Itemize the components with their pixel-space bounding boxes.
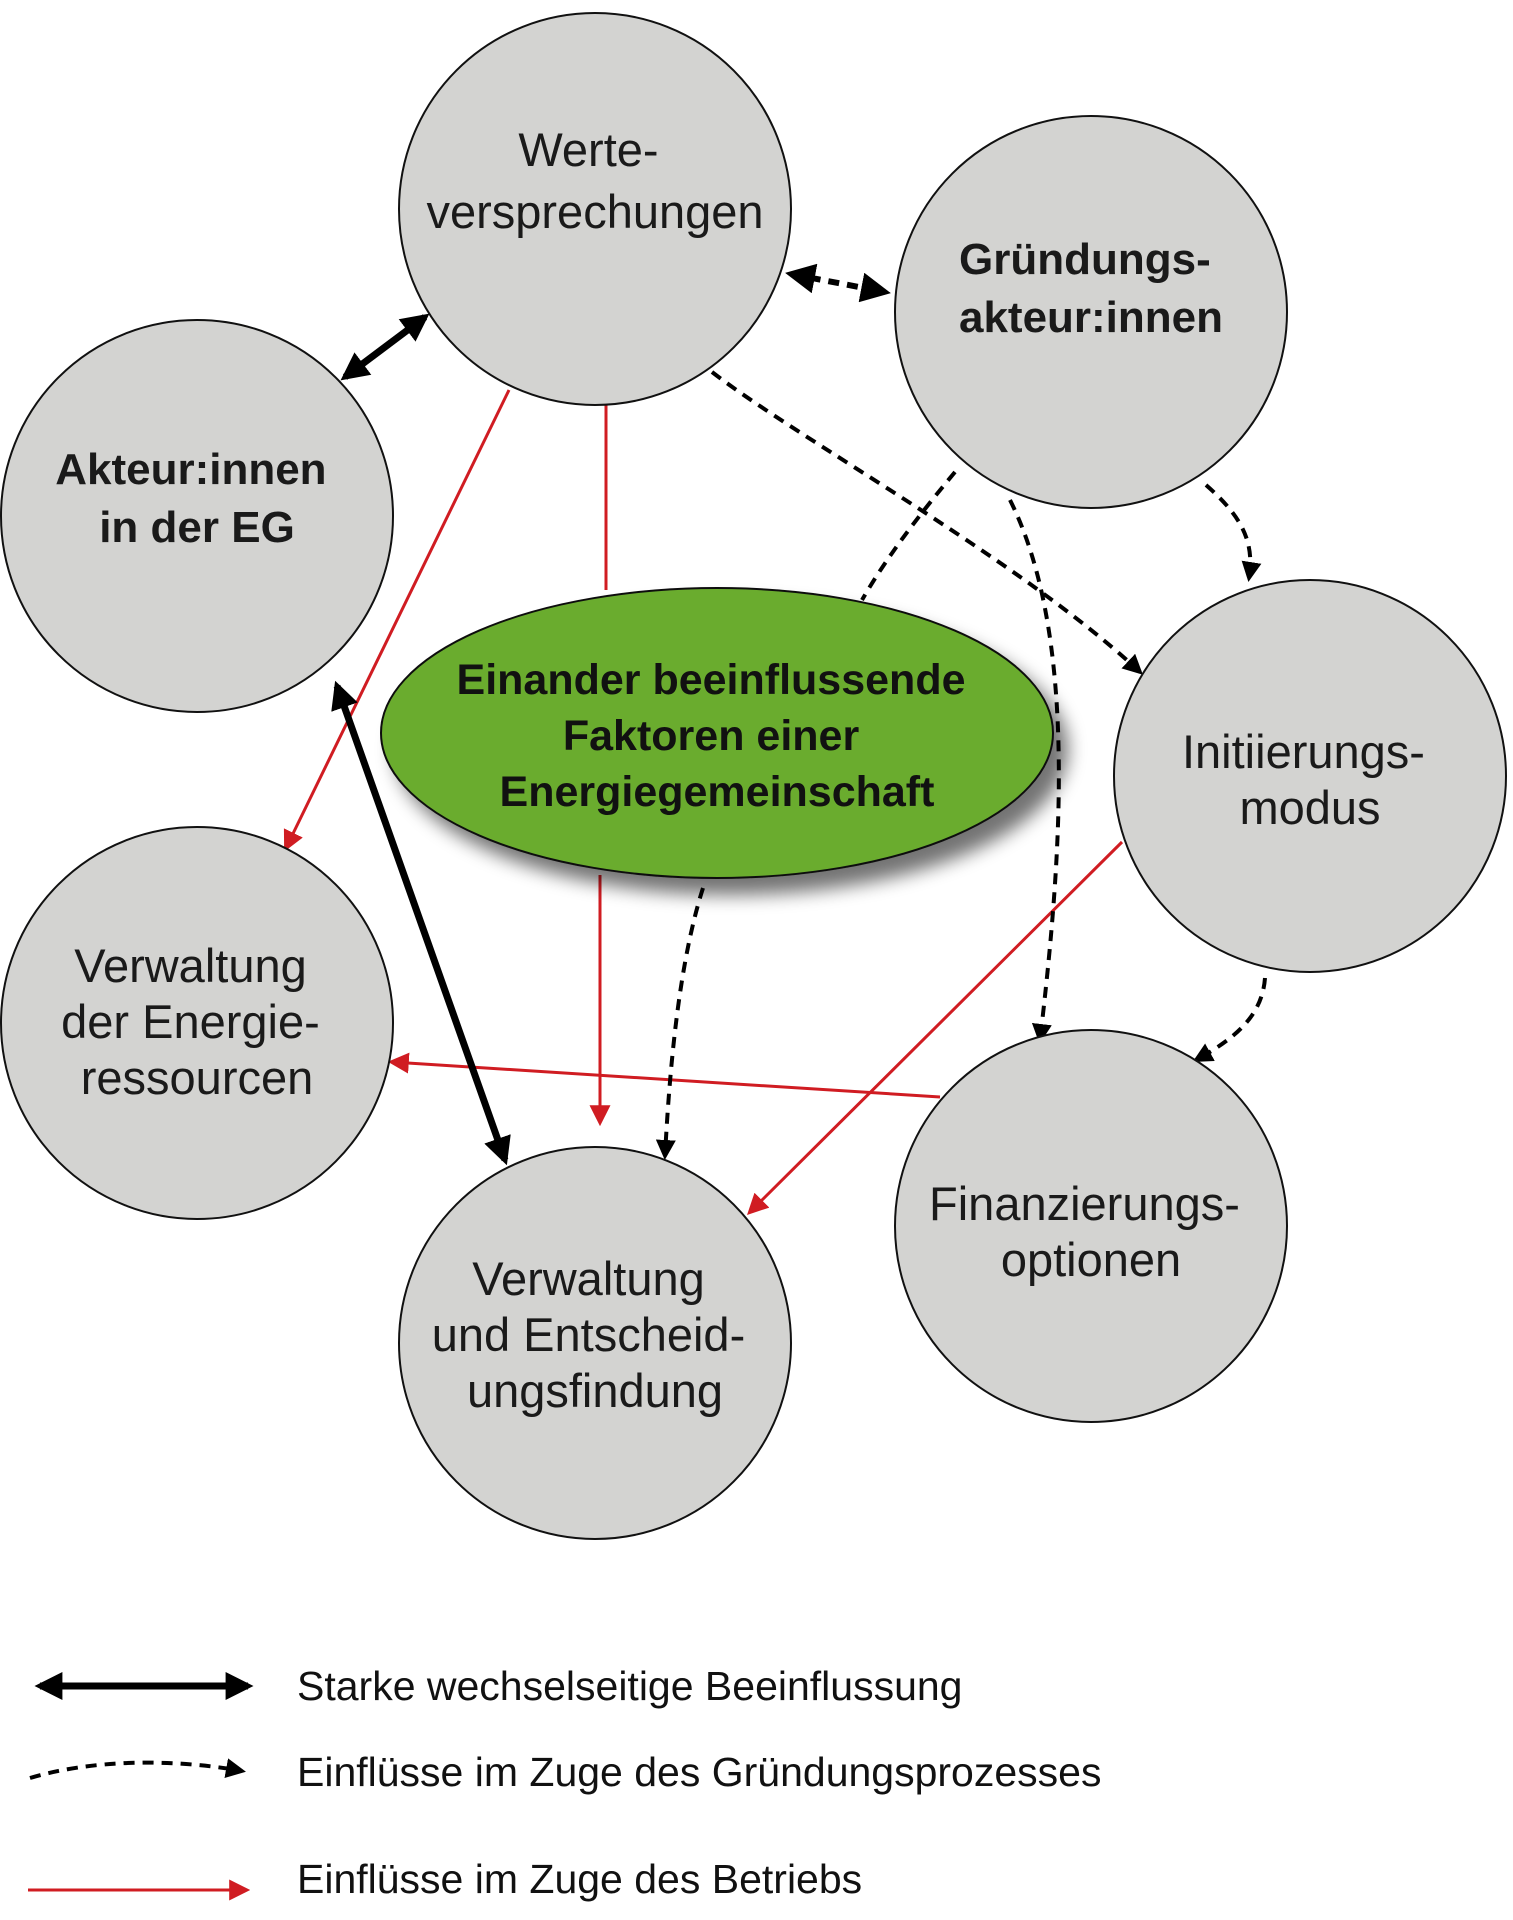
arrow-initiierung-to-entscheidung bbox=[747, 840, 1124, 1215]
node-gruendung-line-2: akteur:innen bbox=[959, 293, 1223, 342]
node-energie-line-2: der Energie- bbox=[61, 995, 320, 1048]
founding-arrows bbox=[655, 263, 1267, 1160]
node-energie-line-3: ressourcen bbox=[81, 1051, 314, 1104]
legend-founding-label: Einflüsse im Zuge des Gründungsprozesses bbox=[297, 1749, 1101, 1795]
arrow-werte-to-energie bbox=[283, 389, 511, 852]
node-finanz-line-1: Finanzierungs- bbox=[929, 1177, 1240, 1230]
svg-text:Einander beeinflussende: Einander beeinflussende Faktoren einer E… bbox=[457, 656, 978, 816]
legend-operation-label: Einflüsse im Zuge des Betriebs bbox=[297, 1856, 862, 1902]
arrow-werte-gruendung bbox=[785, 263, 891, 303]
node-initiierung-circle bbox=[1113, 579, 1507, 973]
svg-text:Werte- versprechungen: Werte- versprechungen bbox=[426, 123, 763, 238]
center-line-3: Energiegemeinschaft bbox=[500, 768, 935, 816]
node-akteure-circle bbox=[0, 319, 394, 713]
svg-text:Initiierungs- modus: Initiierungs- modus bbox=[1182, 725, 1438, 834]
node-akteure-line-1: Akteur:innen bbox=[55, 445, 326, 494]
node-initiierung: Initiierungs- modus bbox=[1113, 579, 1507, 973]
node-gruendung-line-1: Gründungs- bbox=[959, 235, 1211, 284]
node-entscheidung-circle bbox=[398, 1146, 792, 1540]
arrow-center-to-entscheidung-dashed bbox=[655, 887, 705, 1160]
arrow-werte-akteure bbox=[340, 313, 430, 381]
node-energie: Verwaltung der Energie- ressourcen bbox=[0, 826, 394, 1220]
node-werte-line-1: Werte- bbox=[518, 123, 658, 176]
node-werte-line-2: versprechungen bbox=[426, 185, 763, 238]
node-entscheidung-line-3: ungsfindung bbox=[467, 1364, 723, 1417]
center-line-2: Faktoren einer bbox=[563, 712, 860, 760]
node-entscheidung-line-2: und Entscheid- bbox=[432, 1308, 746, 1361]
node-energie-line-1: Verwaltung bbox=[74, 939, 307, 992]
node-gruendung-circle bbox=[894, 115, 1288, 509]
node-finanz-line-2: optionen bbox=[1001, 1233, 1181, 1286]
node-akteure-line-2: in der EG bbox=[99, 503, 295, 552]
svg-text:Gründungs- akteur:innen: Gründungs- akteur:innen bbox=[959, 235, 1223, 342]
legend-strong-label: Starke wechselseitige Beeinflussung bbox=[297, 1663, 963, 1709]
node-initiierung-line-2: modus bbox=[1239, 781, 1380, 834]
node-entscheidung-line-1: Verwaltung bbox=[472, 1252, 705, 1305]
svg-text:Verwaltung der Energie-: Verwaltung der Energie- ressourcen bbox=[61, 939, 333, 1104]
node-werte: Werte- versprechungen bbox=[398, 12, 792, 406]
node-initiierung-line-1: Initiierungs- bbox=[1182, 725, 1425, 778]
svg-text:Finanzierungs- optionen: Finanzierungs- optionen bbox=[929, 1177, 1253, 1286]
node-energie-circle bbox=[0, 826, 394, 1220]
node-finanz: Finanzierungs- optionen bbox=[894, 1029, 1288, 1423]
arrow-initiierung-to-finanz bbox=[1192, 977, 1267, 1062]
node-akteure: Akteur:innen in der EG bbox=[0, 319, 394, 713]
center-line-1: Einander beeinflussende bbox=[457, 656, 966, 704]
svg-text:Akteur:innen in der EG: Akteur:innen in der EG bbox=[55, 445, 339, 552]
svg-text:Verwaltung und Entscheid: Verwaltung und Entscheid- ungsfindung bbox=[432, 1252, 759, 1417]
center-ellipse bbox=[380, 587, 1054, 879]
arrow-gruendung-to-initiierung bbox=[1204, 483, 1262, 582]
node-gruendung: Gründungs- akteur:innen bbox=[894, 115, 1288, 509]
legend-founding-arrow bbox=[29, 1758, 246, 1780]
arrow-akteure-entscheidung bbox=[331, 680, 511, 1166]
node-werte-circle bbox=[398, 12, 792, 406]
strong-arrows bbox=[331, 313, 511, 1166]
center-factor: Einander beeinflussende Faktoren einer E… bbox=[380, 587, 1054, 879]
node-finanz-circle bbox=[894, 1029, 1288, 1423]
legend: Starke wechselseitige Beeinflussung Einf… bbox=[28, 1663, 1101, 1902]
arrow-gruendung-to-finanz bbox=[1008, 499, 1061, 1044]
node-entscheidung: Verwaltung und Entscheid- ungsfindung bbox=[398, 1146, 792, 1540]
line-gruendung-behind-center bbox=[860, 470, 957, 601]
